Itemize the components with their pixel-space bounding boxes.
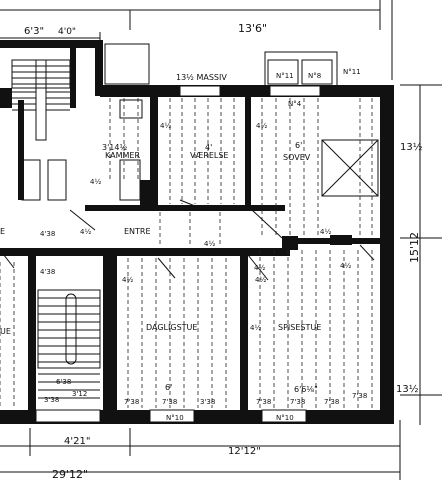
note-verelse-w: 4½	[256, 122, 267, 130]
note-bottom-e: 7'38	[290, 398, 305, 406]
note-n10a: N°10	[166, 414, 184, 422]
note-entre-w: 4½	[80, 228, 91, 236]
note-sovev-w: 4½	[320, 228, 331, 236]
note-n10b: N°10	[276, 414, 294, 422]
annotation-labels: 13½ MASSIV N°11 N°8 N°4 N°11 4½ 4½ 4½ 4½…	[0, 68, 367, 422]
floorboard-lines	[0, 98, 373, 408]
note-stair-a: 6'38	[56, 378, 71, 386]
dim-top-left: 6'3"	[24, 26, 44, 37]
note-spise-w: 4½	[255, 276, 266, 284]
note-bottom-g: 7'38	[352, 392, 367, 400]
note-left-e: E	[0, 227, 5, 236]
dim-top-main: 13'6"	[238, 22, 267, 35]
room-spisestue-label: SPISESTUE	[278, 323, 321, 332]
note-left-stue: UE	[0, 327, 11, 336]
note-stair-w: 4'38	[40, 230, 55, 238]
note-massiv: 13½ MASSIV	[176, 73, 227, 82]
dim-bottom-left: 4'21"	[64, 436, 90, 447]
dim-right-middle: 15'12	[408, 232, 421, 263]
dim-right-lower: 13½	[396, 383, 419, 395]
note-daglig-w: 4½	[122, 276, 133, 284]
note-n8: N°8	[308, 72, 321, 80]
note-bottom-c: 3'38	[200, 398, 215, 406]
room-kammer-label: KAMMER	[105, 151, 140, 160]
room-kammer-size: 3'14½	[102, 143, 127, 152]
note-bottom-b: 7'38	[162, 398, 177, 406]
note-bottom-f: 7'38	[324, 398, 339, 406]
note-bottom-d: 7'38	[256, 398, 271, 406]
room-verelse-label: VÆRELSE	[190, 151, 228, 160]
note-n11b: N°11	[343, 68, 361, 76]
note-n11: N°11	[276, 72, 294, 80]
note-sovev-w2: 4½	[340, 262, 351, 270]
room-dagligstue-size: 6'	[165, 383, 172, 392]
note-kammer-w2: 4½	[90, 178, 101, 186]
dim-right-upper: 13½	[400, 141, 423, 153]
room-dagligstue-label: DAGLIGSTUE	[146, 323, 197, 332]
dim-bottom-main: 12'12"	[228, 446, 261, 457]
dim-bottom-total: 29'12"	[52, 468, 88, 480]
dimension-labels: 6'3" 4'0" 13'6" 13½ 15'12 13½ 4'21" 12'1…	[24, 22, 423, 481]
note-stair-w2: 4'38	[40, 268, 55, 276]
room-verelse-size: 4'	[205, 143, 212, 152]
room-sovev-label: SOVEV	[283, 153, 311, 162]
room-entre-label: ENTRE	[124, 227, 151, 236]
note-entre-w2: 4½	[204, 240, 215, 248]
room-spisestue-size: 6'6⅛"	[294, 385, 318, 394]
note-stair-b: 3'12	[72, 390, 87, 398]
dim-top-small: 4'0"	[58, 27, 76, 37]
fixtures	[0, 43, 379, 423]
note-n4: N°4	[288, 100, 302, 108]
note-bottom-a: 7'38	[124, 398, 139, 406]
room-labels: 3'14½ KAMMER 4' VÆRELSE 6' SOVEV ENTRE D…	[102, 141, 321, 394]
note-stair-c: 3'38	[44, 396, 59, 404]
room-sovev-size: 6'	[295, 141, 302, 150]
note-sovev-w3: 4½	[254, 264, 265, 272]
note-kammer-w1: 4½	[160, 122, 171, 130]
note-spise-w2: 4½	[250, 324, 261, 332]
